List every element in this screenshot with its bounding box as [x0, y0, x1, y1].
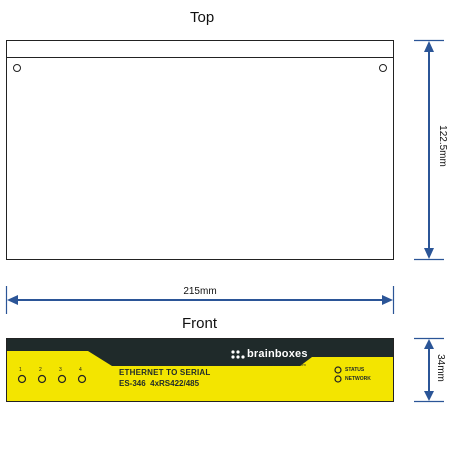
front-view-label: Front [182, 315, 218, 332]
port-led-3 [57, 374, 67, 384]
depth-dimension-label: 122.5mm [437, 125, 448, 167]
port-number: 2 [39, 367, 42, 373]
top-view-label: Top [190, 9, 215, 26]
port-led-2 [37, 374, 47, 384]
port-number-row: 1 2 3 4 [16, 367, 96, 375]
network-led-label: NETWORK [345, 376, 371, 382]
brand-url: www.brainboxes.com [268, 362, 306, 367]
width-dimension-label: 215mm [183, 286, 217, 297]
port-led-1 [17, 374, 27, 384]
status-led [334, 366, 342, 374]
port-led-4 [77, 374, 87, 384]
top-view-outline [6, 40, 394, 260]
height-dimension-label: 34mm [435, 354, 446, 382]
port-number: 1 [19, 367, 22, 373]
width-dimension-arrow [5, 286, 395, 314]
network-led [334, 375, 342, 383]
device-title-line2: ES-346 4xRS422/485 [119, 379, 200, 388]
mount-hole-left [13, 64, 21, 72]
port-number: 4 [79, 367, 82, 373]
depth-dimension-arrow [414, 39, 444, 261]
mount-hole-right [379, 64, 387, 72]
height-dimension-arrow [414, 337, 444, 403]
status-led-label: STATUS [345, 367, 365, 373]
device-title-line1: ETHERNET TO SERIAL [119, 368, 211, 377]
port-number: 3 [59, 367, 62, 373]
front-panel [6, 338, 394, 402]
brand-logo-text: brainboxes [247, 348, 308, 360]
